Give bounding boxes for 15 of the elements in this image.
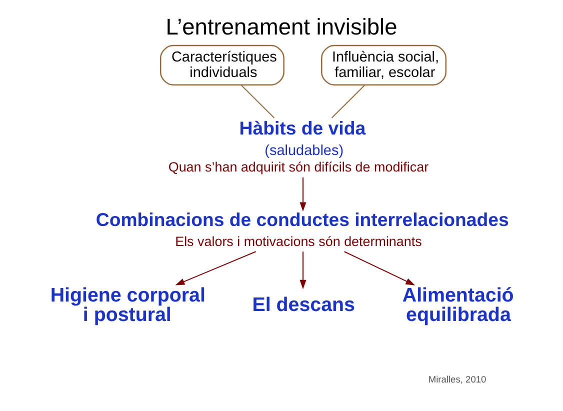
node-text: Alimentació equilibrada — [402, 284, 514, 326]
node-text: Higiene corporal i postural — [50, 284, 206, 326]
node-text: Hàbits de vida (saludables) Quan s’han adquirit són difícils de modificar — [168, 117, 429, 175]
node-box: Influència social, familiar, escolar — [321, 44, 447, 86]
arrow — [344, 251, 416, 286]
arrow — [300, 252, 306, 290]
connector — [331, 84, 365, 118]
node-box: Característiques individuals — [160, 44, 284, 86]
label: Miralles, 2010 — [428, 374, 486, 384]
node-text: Combinacions de conductes interrelacionades Els valors i motivacions són determinants — [96, 209, 509, 249]
diagram-title: L’entrenament invisible — [166, 14, 398, 40]
connector — [240, 84, 275, 118]
arrow — [300, 177, 306, 212]
arrow — [175, 251, 256, 286]
node-text: El descans — [252, 294, 355, 316]
